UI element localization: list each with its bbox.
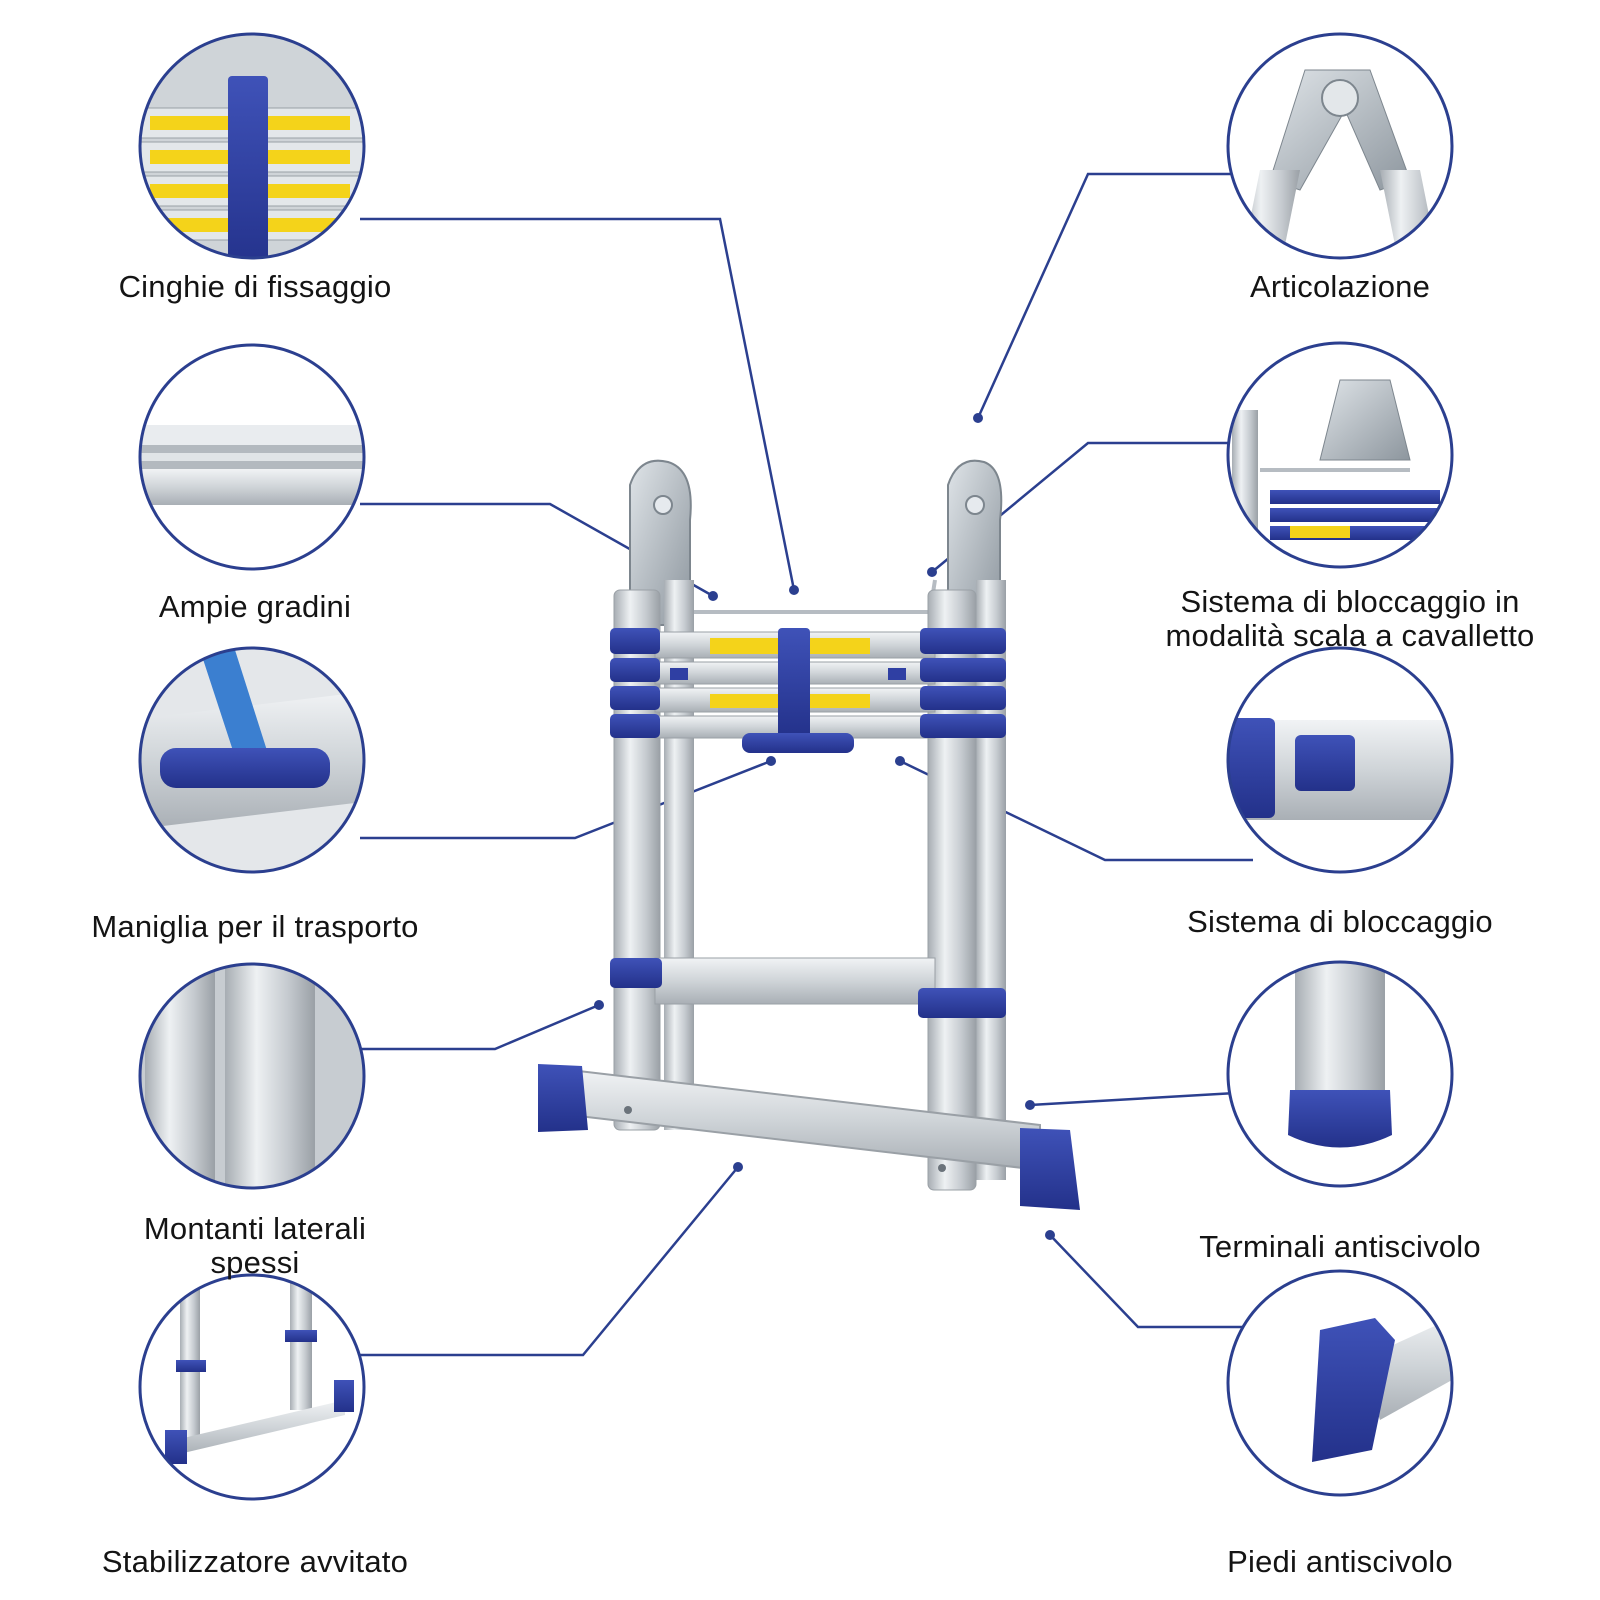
bolt [624,1106,632,1114]
anchor-dot [895,756,905,766]
detail-circle-artic [1226,32,1454,260]
detail-circle-piedi [1226,1269,1454,1497]
bolt [938,1164,946,1172]
anchor-dot [766,756,776,766]
label-piedi: Piedi antiscivolo [1227,1544,1453,1579]
detail-circle-sistema [1226,646,1454,874]
callout-anchor-dots [594,413,1055,1240]
label-sistcav: Sistema di bloccaggio in modalità scala … [1165,584,1535,653]
anchor-dot [594,1000,604,1010]
anchor-dot [927,567,937,577]
anchor-dot [708,591,718,601]
right-collar [920,686,1006,710]
detail-circle-sistcav [1226,341,1454,569]
right-collar [920,658,1006,682]
detail-circle-montanti [138,962,366,1190]
label-cinghie: Cinghie di fissaggio [118,269,392,304]
left-collar [610,628,660,654]
right-lower-collar [918,988,1006,1018]
detail-circle-gradini [138,343,366,571]
bottom-rung [654,957,936,1005]
left-collar [610,686,660,710]
anchor-dot [789,585,799,595]
left-collar [610,658,660,682]
left-collar [610,714,660,738]
right-collar [920,628,1006,654]
anchor-dot [1045,1230,1055,1240]
lock-wire [690,579,937,614]
connector-cinghie [360,217,796,591]
carry-handle [742,733,854,753]
right-foot [1020,1128,1080,1210]
connector-artic [976,172,1253,419]
connector-montanti [360,1003,600,1051]
label-artic: Articolazione [1249,269,1431,304]
anchor-dot [973,413,983,423]
anchor-dot [1025,1100,1035,1110]
ladder-illustration [538,459,1080,1210]
label-sistema: Sistema di bloccaggio [1187,904,1493,939]
connector-stabil [360,1166,739,1357]
connector-terminali [1029,1090,1254,1107]
left-foot [538,1064,588,1132]
label-stabil: Stabilizzatore avvitato [101,1544,409,1579]
connector-piedi [1049,1234,1292,1329]
fixing-strap [778,628,810,738]
hinge-bolt [965,495,985,515]
detail-circle-cinghie [138,32,366,260]
right-collar [920,714,1006,738]
callout-connectors [360,172,1292,1357]
detail-circle-terminali [1226,960,1454,1188]
connector-maniglia [360,759,772,840]
detail-circle-stabil [138,1273,366,1501]
lock-button [670,668,688,680]
label-montanti: Montanti laterali spessi [143,1211,367,1280]
left-lower-collar [610,958,662,988]
right-stile-front [927,589,977,1191]
lock-button [888,668,906,680]
label-terminali: Terminali antiscivolo [1199,1229,1481,1264]
anchor-dot [733,1162,743,1172]
label-maniglia: Maniglia per il trasporto [91,909,419,944]
detail-circle-maniglia [138,646,366,874]
hinge-bolt [653,495,673,515]
label-gradini: Ampie gradini [158,589,352,624]
